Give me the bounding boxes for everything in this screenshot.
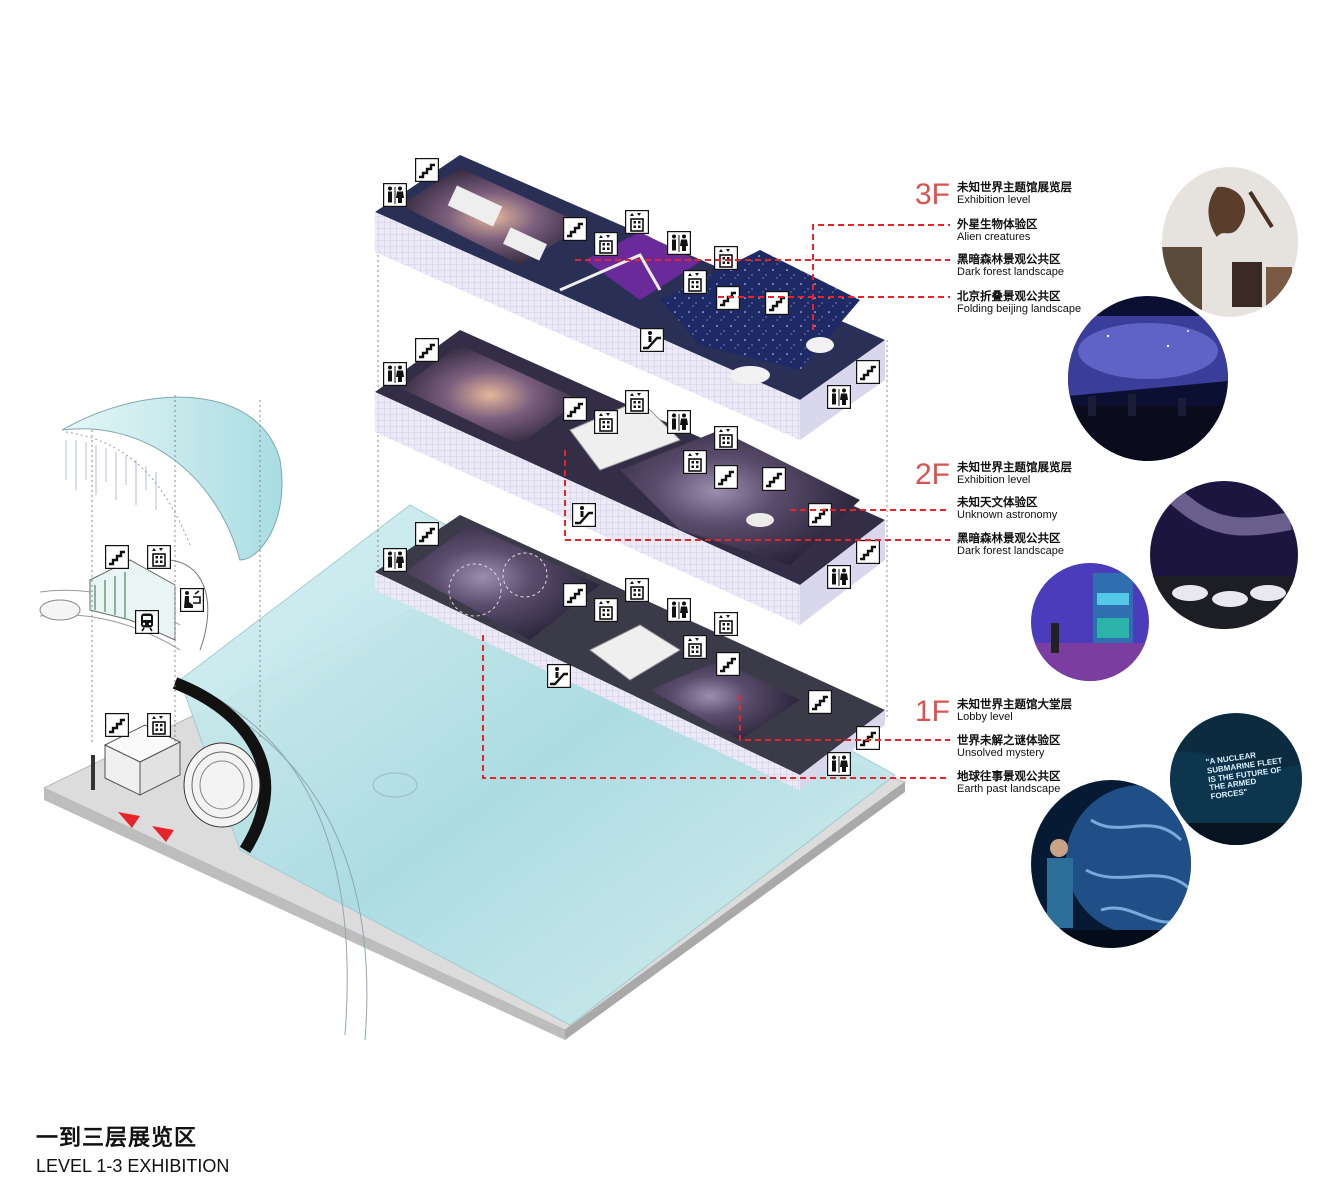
stairs-icon — [856, 540, 880, 564]
stairs-icon — [415, 522, 439, 546]
elevator-icon — [625, 210, 649, 234]
photo-astronomy — [1150, 481, 1298, 629]
stairs-icon — [563, 217, 587, 241]
amphitheatre — [183, 742, 261, 828]
stairs-icon — [765, 291, 789, 315]
caption-title-cn: 一到三层展览区 — [36, 1126, 198, 1151]
stairs-icon — [415, 338, 439, 362]
elevator-icon — [683, 635, 707, 659]
elevator-icon — [147, 713, 171, 737]
metro-icon — [135, 610, 159, 634]
photo-unsolved-mystery: "A NUCLEAR SUBMARINE FLEET IS THE FUTURE… — [1170, 713, 1302, 845]
restroom-icon — [383, 548, 407, 572]
leader-lines — [482, 224, 950, 779]
stairs-icon — [415, 158, 439, 182]
restroom-icon — [827, 752, 851, 776]
stairs-icon — [105, 545, 129, 569]
restroom-icon — [667, 410, 691, 434]
level-tag-1f: 1F — [915, 695, 951, 728]
elevator-icon — [714, 246, 738, 270]
restroom-icon — [827, 565, 851, 589]
stairs-icon — [563, 583, 587, 607]
elevator-icon — [147, 545, 171, 569]
level-tag-2f: 2F — [915, 458, 951, 491]
photo-dark-forest — [1068, 296, 1228, 461]
elevator-icon — [594, 410, 618, 434]
elevator-icon — [683, 450, 707, 474]
entrance-arrow-icon — [118, 812, 174, 842]
photo-alien-creatures — [1162, 167, 1298, 317]
stairs-icon — [563, 397, 587, 421]
elevator-icon — [714, 612, 738, 636]
level-1f-floor — [375, 515, 885, 790]
arc-wall — [172, 677, 272, 854]
stairs-icon — [714, 465, 738, 489]
elevator-icon — [625, 390, 649, 414]
escalator-icon — [640, 328, 664, 352]
stairs-icon — [808, 503, 832, 527]
level-tag-3f: 3F — [915, 178, 951, 211]
elevator-icon — [683, 270, 707, 294]
restroom-icon — [827, 385, 851, 409]
elevator-icon — [594, 232, 618, 256]
stairs-icon — [762, 467, 786, 491]
escalator-icon — [572, 503, 596, 527]
escalator-icon — [547, 664, 571, 688]
elevator-icon — [714, 426, 738, 450]
photo-dark-forest-2 — [1031, 563, 1149, 681]
stairs-icon — [105, 713, 129, 737]
restroom-icon — [383, 183, 407, 207]
caption-title-en: LEVEL 1-3 EXHIBITION — [36, 1156, 230, 1176]
caption: 一到三层展览区 LEVEL 1-3 EXHIBITION — [36, 1120, 229, 1177]
stairs-icon — [808, 690, 832, 714]
stairs-icon — [856, 726, 880, 750]
elevator-icon — [594, 598, 618, 622]
stairs-icon — [716, 652, 740, 676]
lobby-pavilion — [91, 724, 182, 796]
dome-canopy — [61, 396, 283, 561]
ticket-icon — [180, 588, 204, 612]
restroom-icon — [667, 231, 691, 255]
elevator-icon — [625, 578, 649, 602]
photo-earth-past — [1031, 780, 1191, 948]
stairs-icon — [856, 360, 880, 384]
restroom-icon — [667, 598, 691, 622]
restroom-icon — [383, 362, 407, 386]
